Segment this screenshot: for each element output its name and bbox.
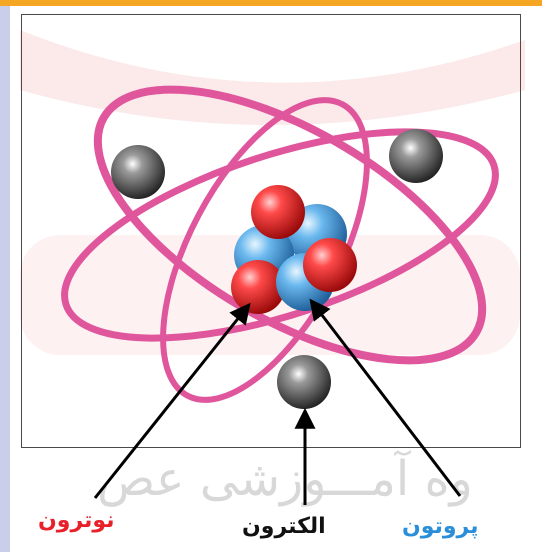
electron-left: [111, 145, 165, 199]
proton-arrow: [309, 298, 462, 497]
top-accent-bar: [0, 0, 542, 6]
neutron-label: نوترون: [38, 508, 115, 533]
electron-label: الکترون: [242, 514, 326, 539]
nucleus: [231, 185, 357, 314]
proton-label: پروتون: [402, 514, 479, 539]
electron-bottom: [277, 355, 331, 409]
neutron-sphere: [251, 185, 305, 239]
electron-right: [389, 129, 443, 183]
electrons: [111, 129, 443, 409]
orbit-1: [61, 128, 499, 342]
left-accent-bar: [0, 6, 10, 552]
label-arrows: [93, 298, 462, 505]
neutron-sphere: [303, 238, 357, 292]
watermark-text: وه آمـــوزشی عص: [97, 449, 473, 507]
neutron-arrow: [93, 302, 251, 499]
neutron-sphere: [231, 260, 285, 314]
